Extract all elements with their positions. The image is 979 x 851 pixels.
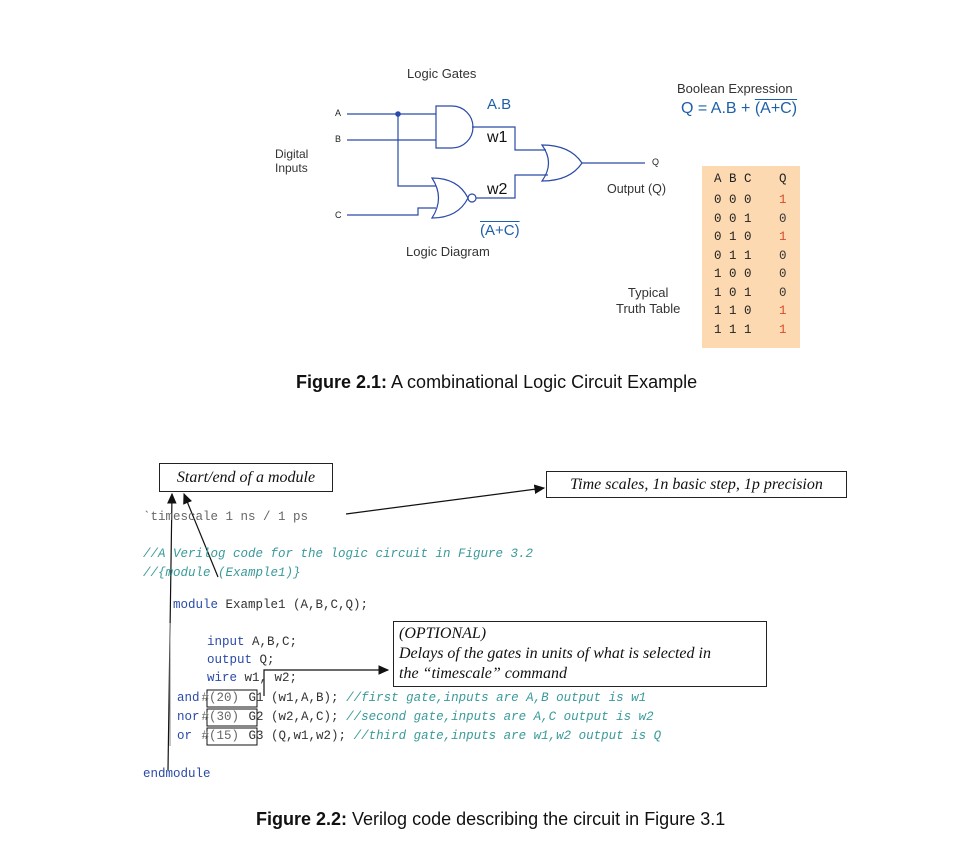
code-input-rest: A,B,C; — [244, 635, 298, 649]
truth-table-row-abc: 1 0 0 — [714, 267, 752, 281]
input-c-label: C — [335, 210, 342, 220]
junction-dot — [395, 111, 401, 117]
code-gate-line: or #(15) G3 (Q,w1,w2); //third gate,inpu… — [177, 729, 661, 743]
truth-table-row-abc: 1 1 1 — [714, 322, 752, 337]
truth-table-label-line1: Typical — [627, 285, 669, 300]
input-a-label: A — [335, 108, 342, 118]
truth-table-row-q: 0 — [779, 211, 787, 226]
w2-label: w2 — [487, 181, 508, 198]
figure-2-caption: Figure 2.2: Verilog code describing the … — [256, 809, 725, 830]
code-gate-keyword: nor — [177, 710, 200, 724]
code-gate-instance: G1 (w1,A,B); — [241, 691, 347, 705]
digital-inputs-label: Digital Inputs — [275, 147, 308, 175]
code-gate-comment: //second gate,inputs are A,C output is w… — [346, 710, 654, 724]
truth-table-header: A B C — [714, 172, 752, 186]
input-b-label: B — [335, 134, 342, 144]
code-module-rest: Example1 (A,B,C,Q); — [218, 598, 369, 612]
code-module-keyword: module — [173, 598, 219, 612]
w1-label: w1 — [487, 129, 508, 146]
boolean-expression: Q = A.B + (A+C) — [681, 100, 797, 118]
truth-table-row-abc: 0 1 1 — [714, 248, 752, 263]
truth-table-label-line2: Truth Table — [616, 301, 681, 316]
code-output-line: output Q; — [177, 639, 275, 681]
truth-table-label: Typical Truth Table — [616, 285, 680, 317]
code-gate-instance: G2 (w2,A,C); — [241, 710, 347, 724]
figure-2-caption-bold: Figure 2.2: — [256, 809, 348, 829]
truth-table-row-q: 1 — [779, 304, 787, 318]
diagram-label: Logic Diagram — [406, 244, 490, 259]
truth-table-row-abc: 1 0 1 — [714, 285, 752, 300]
truth-table-row-q: 0 — [779, 267, 787, 281]
output-label: Output (Q) — [607, 182, 667, 196]
logic-gates-title: Logic Gates — [407, 66, 477, 81]
code-input-line: input A,B,C; — [177, 621, 297, 663]
boolean-expression-title: Boolean Expression — [677, 81, 793, 96]
code-gate-comment: //first gate,inputs are A,B output is w1 — [346, 691, 647, 705]
code-gate-keyword: or — [177, 729, 200, 743]
code-gate-line: and#(20) G1 (w1,A,B); //first gate,input… — [177, 691, 646, 705]
boolean-overlined: (A+C) — [754, 100, 798, 117]
ab-label: A.B — [487, 96, 512, 113]
code-gate-keyword: and — [177, 691, 200, 705]
code-module-line: module Example1 (A,B,C,Q); — [143, 584, 368, 626]
truth-table: A B C Q 0 0 0 1 0 0 1 0 0 1 0 1 0 1 1 0 1 0 0 0 1 … — [702, 166, 800, 348]
code-timescale: `timescale 1 ns / 1 ps — [143, 510, 309, 524]
code-gate-delay: #(20) — [201, 691, 240, 705]
note-optional-line1: (OPTIONAL) — [399, 625, 487, 642]
truth-table-row-q: 0 — [779, 285, 787, 300]
note-optional-box: (OPTIONAL) Delays of the gates in units … — [393, 621, 767, 687]
code-wire-line: wire w1, w2; — [177, 657, 297, 699]
truth-table-row-q: 1 — [779, 322, 787, 337]
code-comment-2: //{module (Example1)} — [143, 566, 301, 580]
code-output-keyword: output — [207, 653, 253, 667]
truth-table-row-abc: 0 0 0 — [714, 193, 752, 207]
boolean-prefix: Q = A.B + — [681, 100, 755, 117]
note-optional-line2: Delays of the gates in units of what is … — [399, 645, 711, 662]
note-timescale-box: Time scales, 1n basic step, 1p precision — [546, 471, 847, 498]
code-input-keyword: input — [207, 635, 245, 649]
code-gate-line: nor#(30) G2 (w2,A,C); //second gate,inpu… — [177, 710, 654, 724]
not-ac-label: (A+C) — [480, 222, 520, 239]
truth-table-row-abc: 0 1 0 — [714, 230, 752, 244]
code-wire-rest: w1, w2; — [237, 671, 298, 685]
output-q-label: Q — [652, 157, 660, 167]
truth-table-row-q: 1 — [779, 193, 787, 207]
digital-inputs-line2: Inputs — [275, 161, 308, 175]
note-module-box: Start/end of a module — [159, 463, 333, 492]
truth-table-header-q: Q — [779, 172, 787, 186]
code-gate-instance: G3 (Q,w1,w2); — [241, 729, 354, 743]
note-optional-line3: the “timescale” command — [399, 665, 567, 682]
code-gate-delay: #(15) — [201, 729, 240, 743]
code-comment-1: //A Verilog code for the logic circuit i… — [143, 547, 534, 561]
code-gate-delay: #(30) — [201, 710, 240, 724]
digital-inputs-line1: Digital — [275, 147, 309, 161]
truth-table-row-q: 1 — [779, 230, 787, 244]
truth-table-row-abc: 0 0 1 — [714, 211, 752, 226]
truth-table-row-q: 0 — [779, 248, 787, 263]
code-gate-comment: //third gate,inputs are w1,w2 output is … — [353, 729, 662, 743]
code-output-rest: Q; — [252, 653, 275, 667]
figure-1-caption: Figure 2.1: A combinational Logic Circui… — [296, 372, 697, 393]
figure-1-caption-bold: Figure 2.1: — [296, 372, 388, 392]
figure-2-caption-text: Verilog code describing the circuit in F… — [347, 809, 726, 829]
figure-1-caption-text: A combinational Logic Circuit Example — [387, 372, 698, 392]
note-module-text: Start/end of a module — [176, 469, 316, 486]
code-endmodule: endmodule — [143, 767, 211, 781]
code-wire-keyword: wire — [207, 671, 238, 685]
note-timescale-text: Time scales, 1n basic step, 1p precision — [570, 476, 823, 493]
truth-table-row-abc: 1 1 0 — [714, 304, 752, 318]
